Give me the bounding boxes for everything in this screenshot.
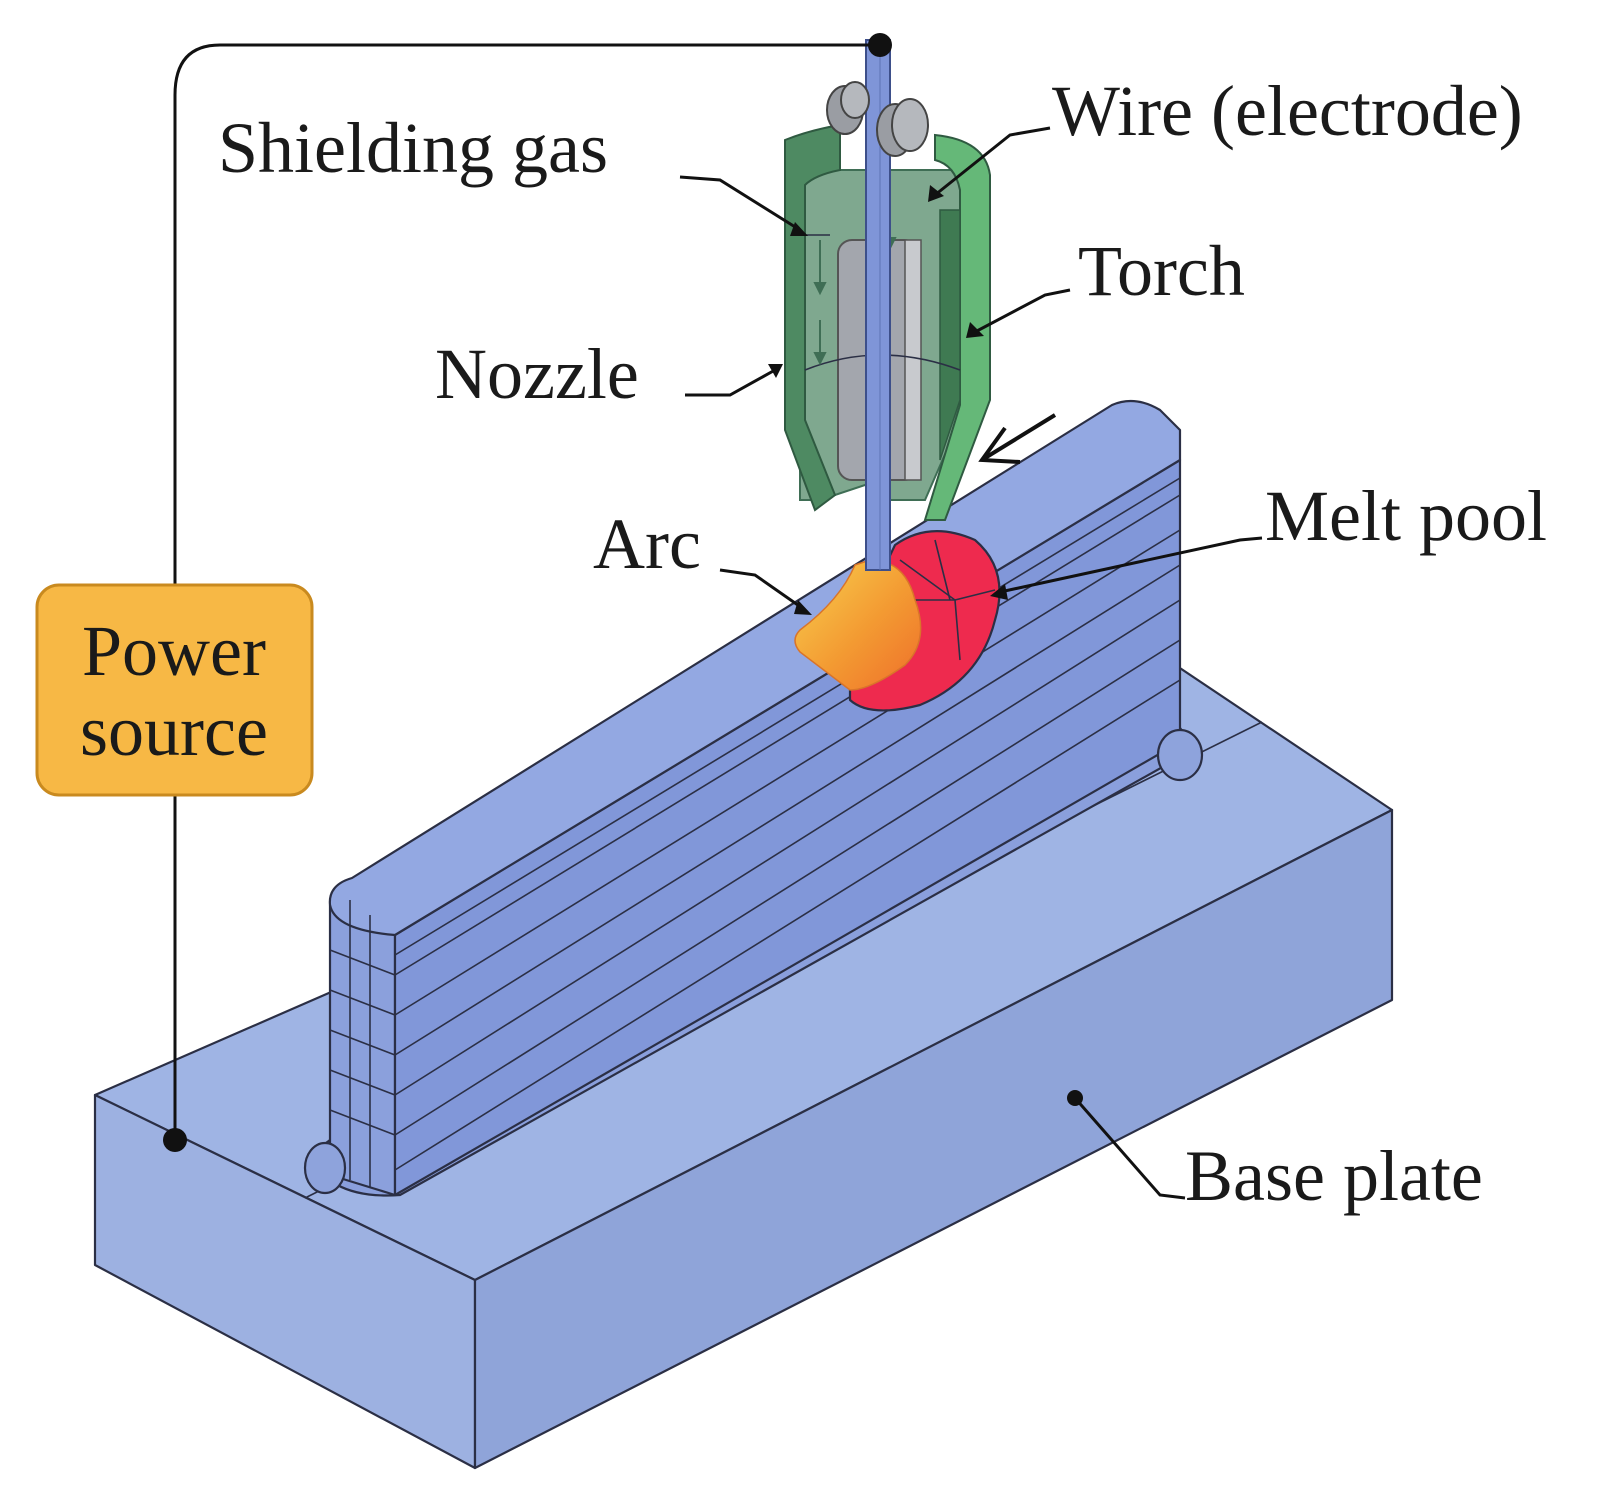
label-wire-electrode: Wire (electrode) (1052, 71, 1523, 151)
torch-assembly (784, 33, 991, 571)
label-arc: Arc (593, 504, 701, 584)
wall-top (328, 399, 1182, 937)
melt-pool-group (794, 530, 1001, 712)
wall-end-cap (1156, 728, 1204, 782)
label-base-plate: Base plate (1185, 1136, 1483, 1216)
label-melt-pool: Melt pool (1265, 476, 1547, 556)
torch-right-wall (923, 133, 991, 521)
label-torch: Torch (1078, 231, 1245, 311)
power-wiring (163, 43, 880, 1152)
ground-connection-dot (163, 1128, 187, 1152)
power-source-label-line2: source (80, 691, 268, 771)
label-nozzle: Nozzle (435, 334, 639, 414)
leader-lines (679, 126, 1263, 1200)
wire-feed-rollers (826, 81, 929, 157)
power-source-box: Power source (35, 583, 314, 797)
label-shielding-gas: Shielding gas (218, 108, 608, 188)
arc-shape (794, 559, 922, 691)
wall-layer-lines (329, 477, 1181, 1188)
base-plate-side (473, 808, 1394, 1470)
nozzle-left-wall (784, 123, 841, 512)
power-source-label-line1: Power (82, 611, 266, 691)
travel-direction-arrow-icon (978, 413, 1057, 464)
